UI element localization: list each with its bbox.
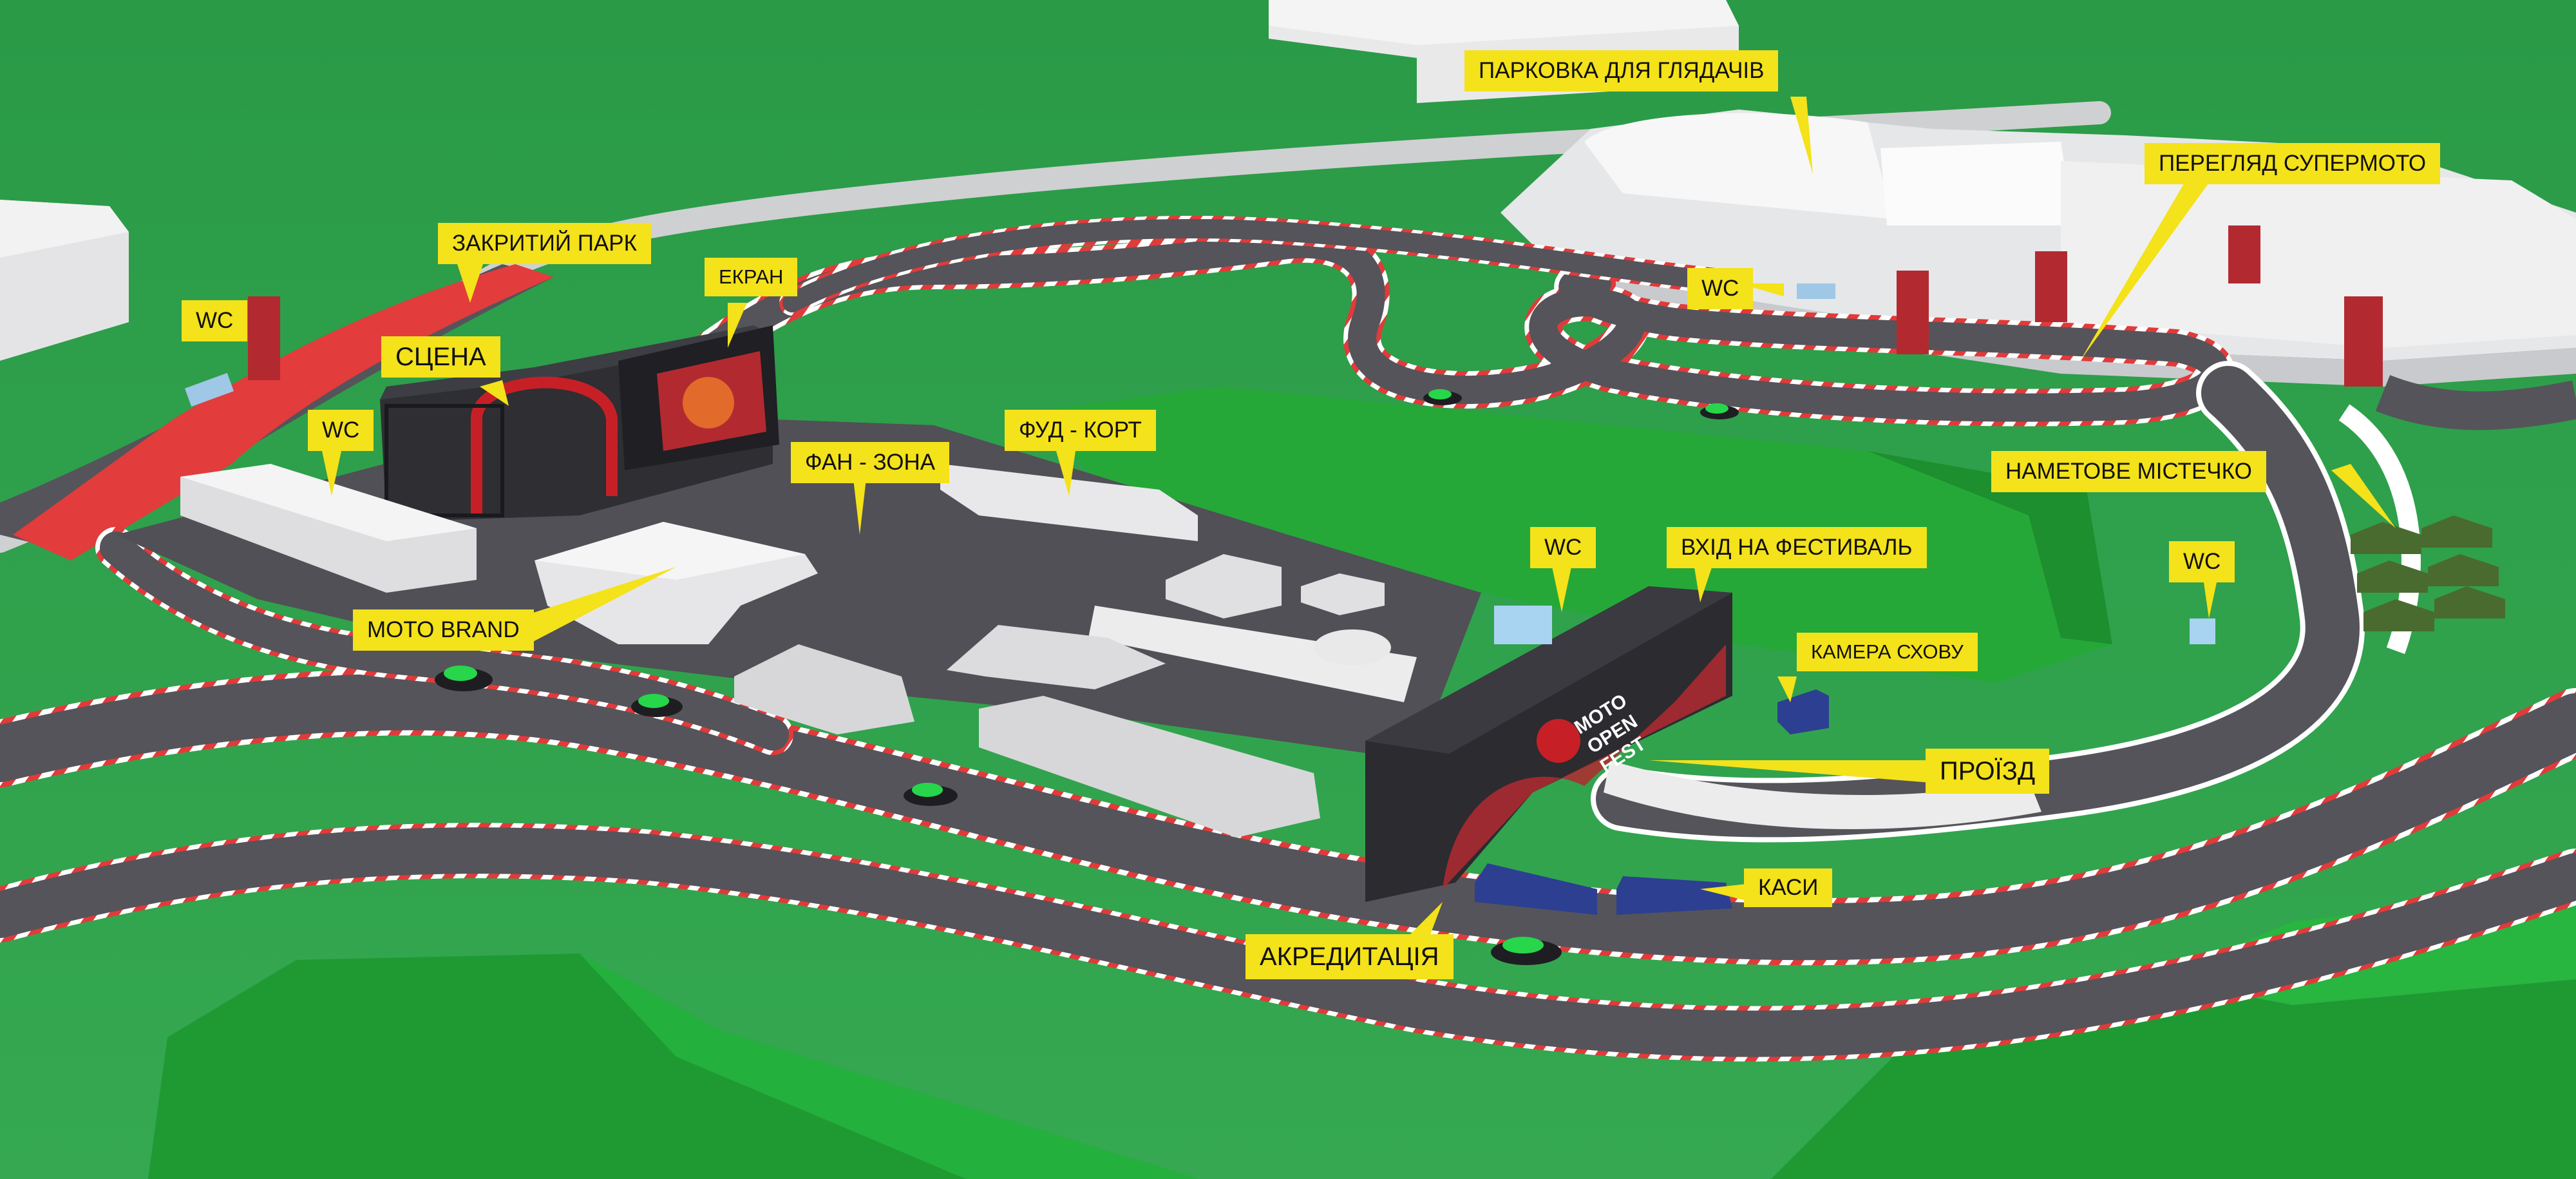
grandstand-tribune <box>1584 113 1893 219</box>
screen-rider <box>683 377 734 428</box>
grandstand-shadow <box>1558 271 2576 387</box>
label-passage: ПРОЇЗД <box>1926 749 2050 794</box>
right-outer-road <box>2375 375 2576 430</box>
label-wc-5: WC <box>2169 541 2235 582</box>
stage-truss <box>384 404 504 517</box>
stage-top <box>380 325 773 399</box>
label-fan-zone: ФАН - ЗОНА <box>791 442 950 483</box>
plaza-lane <box>1088 606 1417 702</box>
wc-booth-4 <box>2190 618 2215 644</box>
main-track-surface <box>0 673 2576 961</box>
left-building-top <box>0 200 129 258</box>
label-closed-park: ЗАКРИТИЙ ПАРК <box>438 223 652 264</box>
gate-ampersand <box>1537 719 1580 763</box>
label-spectator-parking: ПАРКОВКА ДЛЯ ГЛЯДАЧІВ <box>1464 50 1779 91</box>
supermoto-track-surface <box>681 229 2230 422</box>
label-wc-4: WC <box>1530 527 1596 568</box>
label-moto-brand: MOTO BRAND <box>353 609 534 651</box>
label-supermoto-view: ПЕРЕГЛЯД СУПЕРМОТО <box>2145 143 2441 184</box>
label-wc-3: WC <box>1687 268 1754 309</box>
label-screen: ЕКРАН <box>705 258 798 296</box>
moto-brand-roof <box>535 522 805 580</box>
pylon-1 <box>248 296 280 380</box>
kiosk-2 <box>1301 573 1385 615</box>
label-storage-room: КАМЕРА СХОВУ <box>1797 633 1978 671</box>
food-court-stalls <box>940 464 1198 541</box>
central-seating <box>979 696 1320 838</box>
round-podium <box>1314 629 1391 666</box>
kiosk-1 <box>1166 554 1282 618</box>
upper-kart-track-surface <box>782 218 1748 312</box>
motorcycles <box>435 389 1739 965</box>
label-accreditation: АКРЕДИТАЦІЯ <box>1245 934 1454 979</box>
label-wc-1: WC <box>182 300 248 341</box>
label-stage: СЦЕНА <box>381 336 500 378</box>
pylon-4 <box>2228 225 2260 283</box>
lower-track-surface <box>0 827 2576 1057</box>
festival-gate-top <box>1365 586 1732 754</box>
label-food-court: ФУД - КОРТ <box>1005 410 1156 451</box>
label-wc-2: WC <box>308 410 374 451</box>
pylon-3 <box>2035 251 2067 322</box>
central-pavilion <box>947 625 1166 689</box>
ticket-office-2 <box>1616 876 1732 915</box>
left-grandstand-top <box>180 464 477 541</box>
festival-lane <box>1604 760 2041 830</box>
wc-booth-3 <box>1494 606 1552 644</box>
pylon-5 <box>2344 296 2383 387</box>
label-tent-town: НАМЕТОВЕ МІСТЕЧКО <box>1991 451 2266 492</box>
hill-side <box>1868 451 2112 644</box>
grandstand-right <box>2061 161 2576 348</box>
gate-graphics <box>1443 644 1726 889</box>
tent-town <box>2351 515 2505 631</box>
grandstand-block <box>1880 142 2074 225</box>
wc-booth-2 <box>1797 283 1835 299</box>
foreground-hill-left-face <box>580 954 1198 1179</box>
ticket-office-1 <box>1475 863 1597 915</box>
wc-booth-1 <box>184 372 234 407</box>
left-small-seating <box>734 644 914 734</box>
parking-building-top <box>1269 0 1739 45</box>
label-ticket-offices: КАСИ <box>1744 868 1833 907</box>
label-festival-entrance: ВХІД НА ФЕСТИВАЛЬ <box>1667 527 1927 568</box>
pylon-2 <box>1897 271 1929 354</box>
